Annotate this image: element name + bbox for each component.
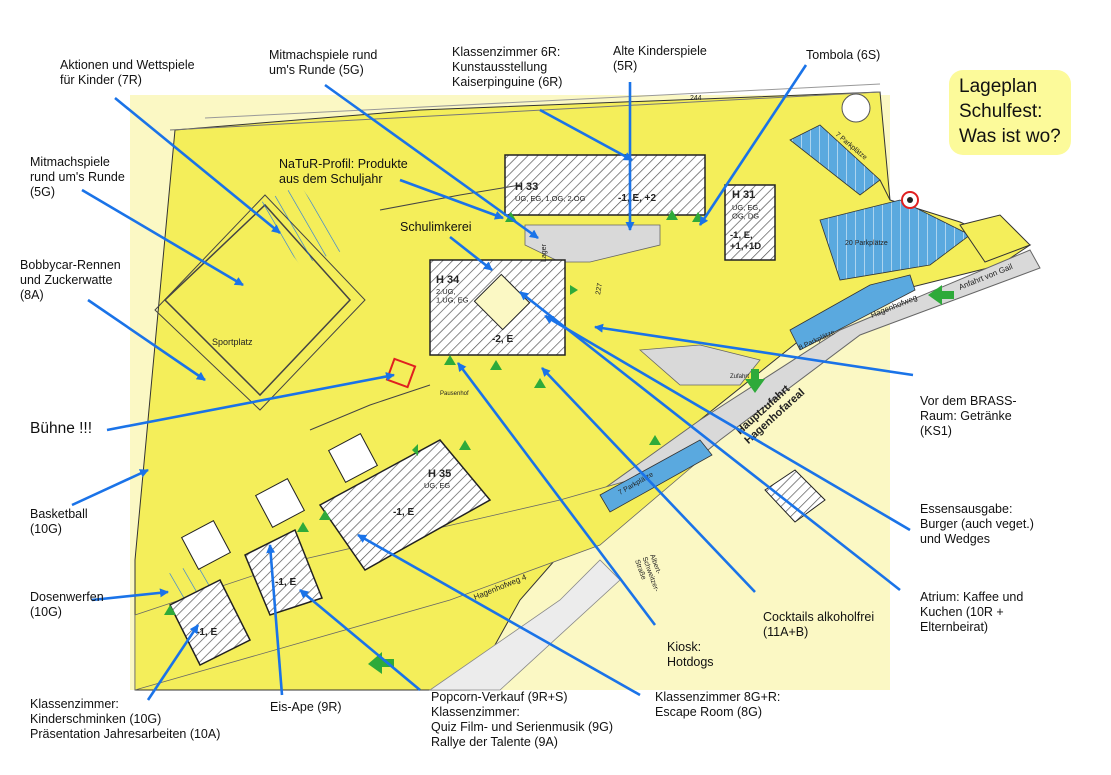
- arrow-essen: [544, 314, 911, 532]
- label-klassen-schminken: Klassenzimmer: Kinderschminken (10G) Prä…: [30, 697, 221, 741]
- label-brass: Vor dem BRASS- Raum: Getränke (KS1): [920, 394, 1017, 438]
- label-mitmach-top: Mitmachspiele rund um's Runde (5G): [269, 48, 378, 77]
- map-title: Lageplan Schulfest: Was ist wo?: [949, 70, 1071, 155]
- left-block-levels: -1, E: [196, 627, 217, 638]
- arrow-aktionen: [114, 96, 281, 235]
- parking-7-mid: [599, 439, 713, 513]
- label-dosenwerfen: Dosenwerfen (10G): [30, 590, 104, 619]
- arrow-klassen-schminken: [146, 624, 200, 701]
- label-mitmach-left: Mitmachspiele rund um's Runde (5G): [30, 155, 125, 199]
- hauptzufahrt-arrow: [745, 369, 765, 393]
- arrow-schulimkerei: [449, 235, 493, 272]
- mid-block-levels: -1, E: [275, 577, 296, 588]
- hall-arrow: [368, 652, 394, 674]
- h33-floors: UG, EG, 1.OG, 2.OG: [515, 194, 586, 203]
- zufahrt-label: Zufahrt: [730, 374, 749, 380]
- arrow-eisape: [266, 544, 284, 696]
- pointer-arrows: [71, 64, 914, 701]
- arrow-brass: [594, 323, 914, 377]
- arrow-mitmach-left: [81, 188, 244, 287]
- h34-floors: 2.UG,1.UG, EG: [436, 287, 469, 305]
- label-basketball: Basketball (10G): [30, 507, 88, 536]
- h34-name: H 34: [436, 274, 460, 286]
- building-h31: [724, 184, 776, 261]
- arrow-buehne: [106, 372, 395, 432]
- arrow-klassen6r: [539, 108, 633, 162]
- h31-floors: UG, EG,OG, DG: [732, 203, 760, 221]
- label-klassen6r: Klassenzimmer 6R: Kunstausstellung Kaise…: [452, 45, 563, 89]
- h33-name: H 33: [515, 181, 538, 193]
- arrow-escape: [357, 533, 641, 697]
- arrow-kiosk: [456, 362, 657, 626]
- label-atrium: Atrium: Kaffee und Kuchen (10R + Elternb…: [920, 590, 1024, 634]
- label-alte-kinderspiele: Alte Kinderspiele (5R): [613, 44, 707, 73]
- parkplaetze-20-label: 20 Parkplätze: [845, 240, 888, 247]
- anfahrt-arrow: [928, 285, 954, 305]
- arrow-tombola: [698, 64, 808, 226]
- arrow-cocktails: [541, 367, 756, 593]
- label-cocktails: Cocktails alkoholfrei (11A+B): [763, 610, 875, 639]
- label-natur: NaTuR-Profil: Produkte aus dem Schuljahr: [279, 157, 408, 186]
- label-tombola: Tombola (6S): [806, 48, 881, 62]
- arrow-natur: [399, 178, 504, 220]
- label-popcorn: Popcorn-Verkauf (9R+S) Klassenzimmer: Qu…: [431, 690, 613, 749]
- label-aktionen: Aktionen und Wettspiele für Kinder (7R): [60, 58, 195, 87]
- building-left-block: [168, 578, 252, 667]
- label-eisape: Eis-Ape (9R): [270, 700, 342, 714]
- h35-floors: UG, EG: [424, 481, 450, 490]
- label-escape: Klassenzimmer 8G+R: Escape Room (8G): [655, 690, 781, 719]
- building-h33: [504, 154, 706, 216]
- site-plan: [130, 83, 1041, 691]
- parking-20: [819, 199, 971, 281]
- h35-levels: -1, E: [393, 507, 414, 518]
- label-kiosk: Kiosk: Hotdogs: [667, 640, 714, 669]
- arrow-dosenwerfen: [91, 588, 169, 602]
- label-buehne: Bühne !!!: [30, 420, 93, 437]
- pausenhof-label: Pausenhof: [440, 391, 469, 397]
- parking-8: [789, 274, 916, 351]
- label-schulimkerei: Schulimkerei: [400, 220, 472, 234]
- label-essen: Essensausgabe: Burger (auch veget.) und …: [920, 502, 1034, 546]
- num-227-label: 227: [595, 283, 604, 296]
- buehne-marker: [385, 357, 417, 389]
- arrow-atrium: [519, 290, 901, 592]
- arrow-basketball: [71, 468, 149, 507]
- building-small-right: [764, 469, 826, 523]
- label-bobbycar: Bobbycar-Rennen und Zuckerwatte (8A): [20, 258, 121, 302]
- h35-name: H 35: [428, 468, 451, 480]
- num-244-label: 244: [690, 95, 702, 102]
- sportplatz-label: Sportplatz: [212, 337, 253, 347]
- aktionen-zone: [255, 185, 345, 265]
- h31-name: H 31: [732, 189, 755, 201]
- lager-label: Lager: [541, 243, 548, 262]
- arrow-bobbycar: [87, 298, 206, 382]
- arrow-popcorn: [299, 589, 421, 691]
- h33-levels: -1, E, +2: [618, 193, 657, 204]
- h34-levels: -2, E: [492, 334, 513, 345]
- h31-levels: -1, E,+1,+1D: [730, 230, 761, 252]
